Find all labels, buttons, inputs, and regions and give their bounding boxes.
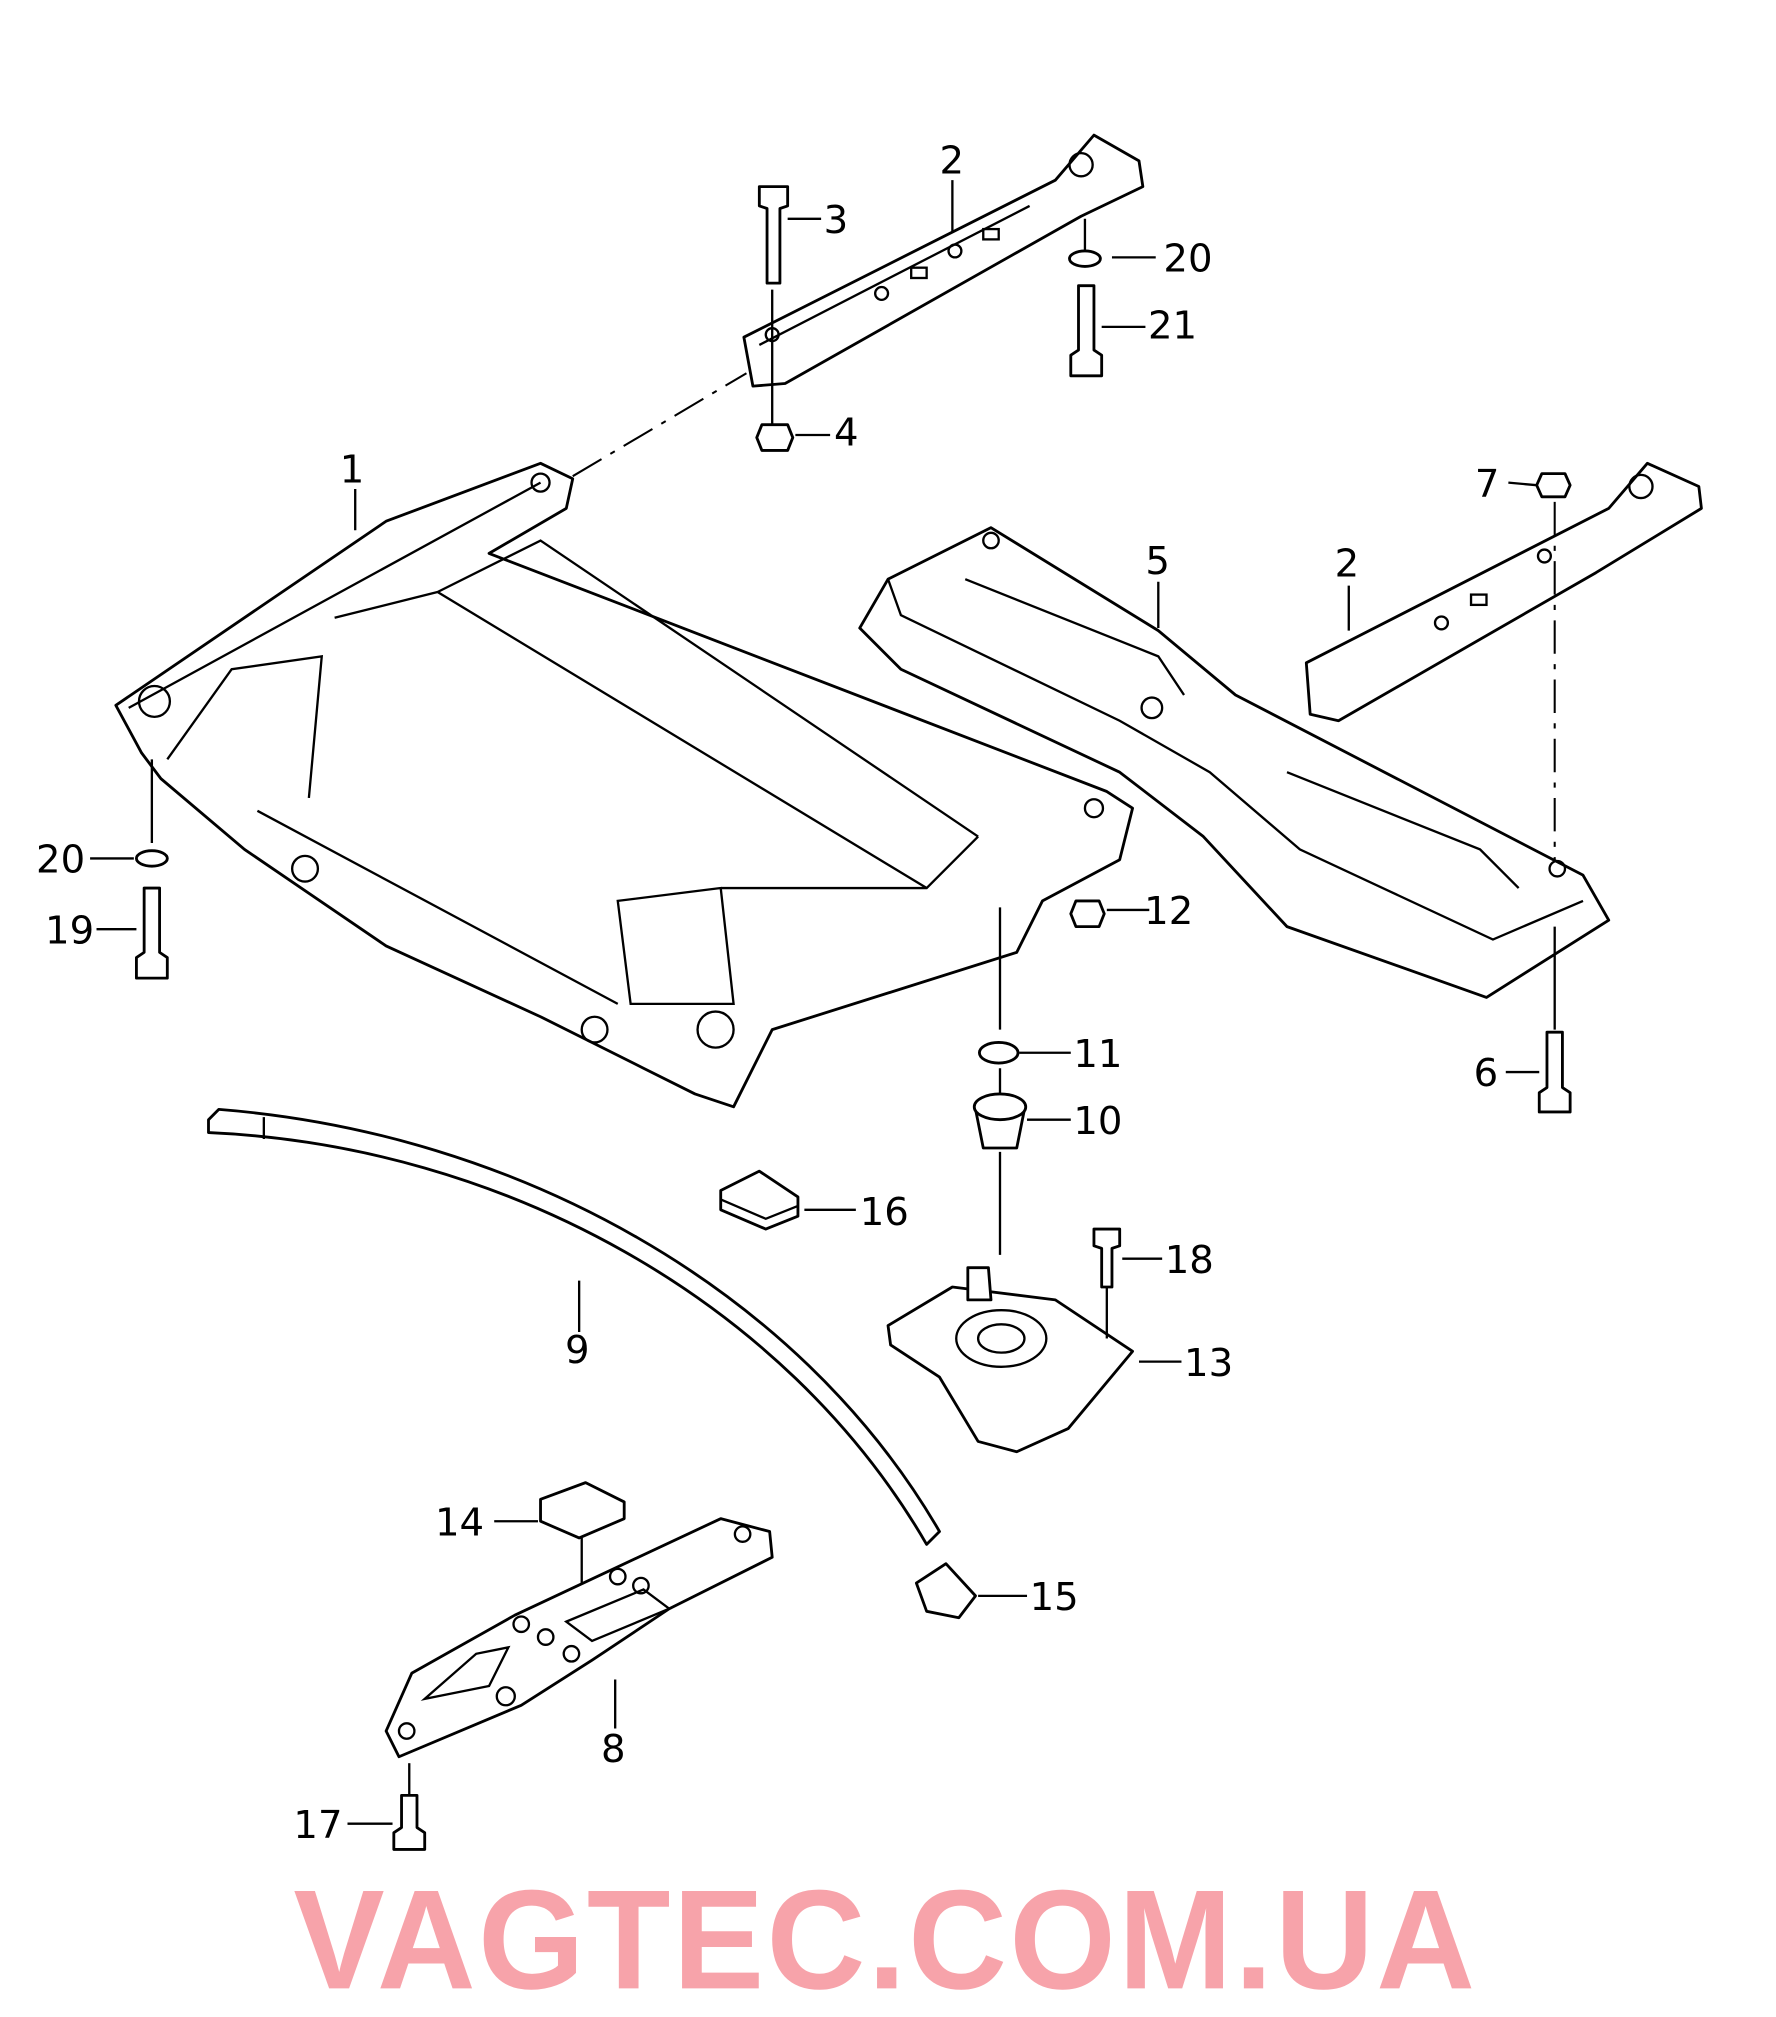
callout-17: 17: [293, 1803, 342, 1848]
callout-12: 12: [1144, 889, 1193, 934]
part-21-bolt[interactable]: [1069, 284, 1104, 378]
part-4-nut[interactable]: [755, 423, 795, 452]
part-16-rubber-pad[interactable]: [719, 1169, 800, 1231]
part-1-subframe[interactable]: [114, 461, 1134, 1109]
part-6-bolt[interactable]: [1537, 1030, 1572, 1114]
callout-15: 15: [1030, 1575, 1079, 1620]
part-8-bracket[interactable]: [384, 1517, 774, 1759]
callout-14: 14: [435, 1500, 484, 1545]
part-15-rubber-buffer[interactable]: [914, 1562, 977, 1620]
callout-16: 16: [860, 1190, 909, 1235]
callout-13: 13: [1184, 1341, 1233, 1386]
callout-10: 10: [1073, 1099, 1122, 1144]
callout-4: 4: [834, 410, 859, 455]
part-14-rubber-pad[interactable]: [539, 1481, 626, 1540]
part-18-bolt[interactable]: [1092, 1227, 1122, 1289]
callout-1: 1: [340, 448, 365, 493]
callout-18: 18: [1165, 1238, 1214, 1283]
callout-8: 8: [601, 1727, 626, 1772]
part-7-nut[interactable]: [1535, 472, 1572, 499]
part-2-lower-bracket[interactable]: [1304, 461, 1703, 723]
part-20-washer-left[interactable]: [135, 849, 169, 868]
callout-2-lower: 2: [1335, 542, 1360, 587]
callout-21: 21: [1148, 303, 1197, 348]
callout-2-upper: 2: [940, 139, 965, 184]
part-5-crossmember[interactable]: [858, 526, 1611, 999]
callout-20-left: 20: [36, 838, 85, 883]
part-12-nut[interactable]: [1069, 899, 1106, 929]
part-9-strip[interactable]: [207, 1107, 941, 1546]
part-11-washer[interactable]: [977, 1041, 1020, 1065]
callout-20-top: 20: [1163, 237, 1212, 282]
callout-3: 3: [824, 198, 849, 243]
callout-11: 11: [1073, 1032, 1122, 1077]
callout-19: 19: [45, 908, 94, 953]
part-17-bolt[interactable]: [392, 1793, 427, 1851]
callout-9: 9: [565, 1328, 590, 1373]
part-10-rubber-mount[interactable]: [972, 1092, 1028, 1150]
part-20-washer-top[interactable]: [1068, 249, 1102, 268]
part-13-engine-mount[interactable]: [886, 1266, 1134, 1454]
callout-5: 5: [1145, 539, 1170, 584]
part-19-bolt[interactable]: [135, 886, 169, 980]
part-3-bolt[interactable]: [757, 185, 790, 285]
watermark: VAGTEC.COM.UA: [293, 1860, 1477, 2017]
callout-6: 6: [1474, 1051, 1499, 1096]
callout-7: 7: [1475, 462, 1500, 507]
